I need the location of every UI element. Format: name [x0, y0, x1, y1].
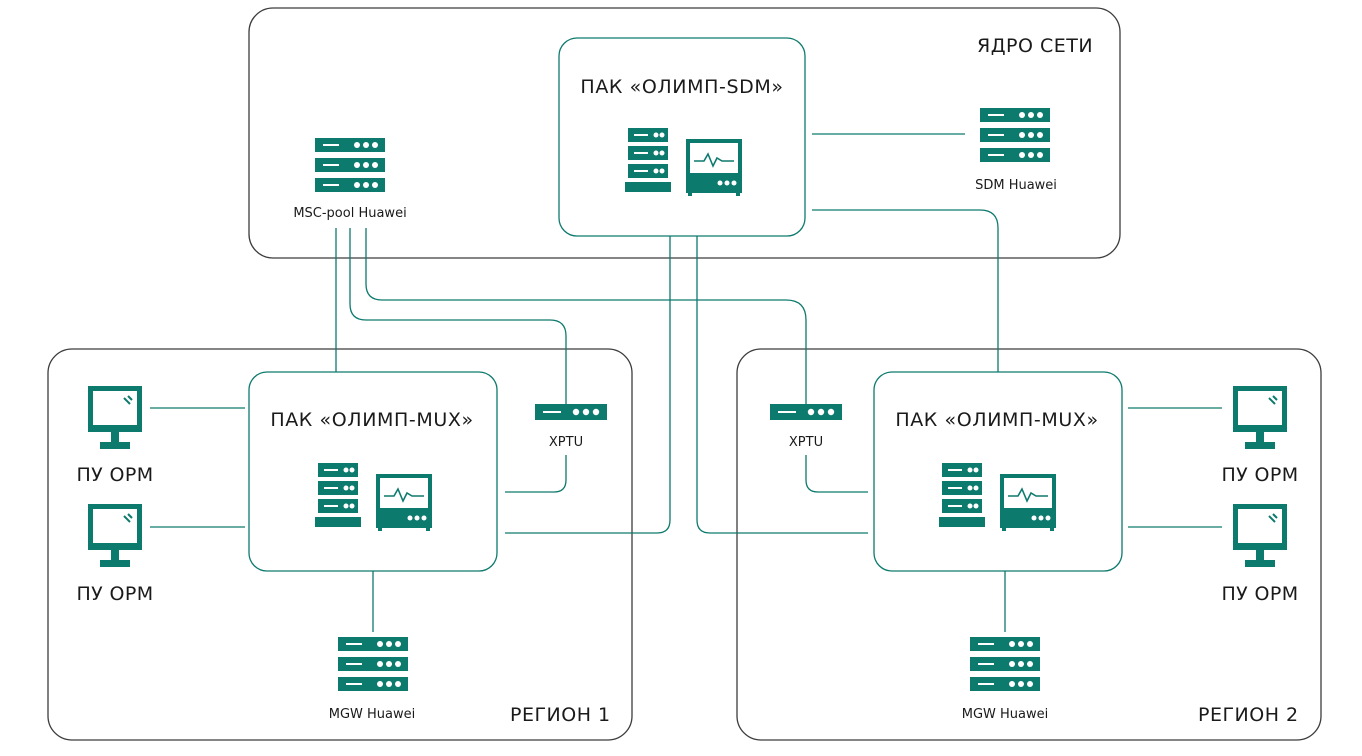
r1-pu-bottom-label: ПУ ОРМ	[76, 583, 154, 605]
xptu1-label: XPTU	[548, 435, 584, 450]
region1-zone	[47, 348, 633, 741]
sdm-huawei-server-icon	[980, 108, 1050, 162]
r2-pu-top-label: ПУ ОРМ	[1221, 464, 1299, 486]
mgw1-label: MGW Huawei	[328, 707, 416, 722]
region1-zone-label: РЕГИОН 1	[510, 704, 611, 726]
link-sdm-mux2	[696, 236, 868, 534]
link-sdm-mux1	[505, 236, 671, 534]
sdm-box	[558, 37, 806, 237]
connections	[150, 133, 1222, 632]
r1-pu-top-label: ПУ ОРМ	[76, 464, 154, 486]
mux1-label: ПАК «ОЛИМП-MUX»	[270, 409, 474, 431]
mgw2-label: MGW Huawei	[961, 707, 1049, 722]
mux2-label: ПАК «ОЛИМП-MUX»	[895, 409, 1099, 431]
region2-zone	[736, 348, 1322, 741]
r1-pu-bottom-monitor-icon	[87, 503, 143, 568]
r1-pu-top-monitor-icon	[87, 385, 143, 450]
link-msc-xptu2	[365, 228, 807, 404]
link-msc-xptu1	[349, 228, 567, 404]
xptu2-label: XPTU	[788, 435, 824, 450]
r2-pu-bottom-label: ПУ ОРМ	[1221, 583, 1299, 605]
msc-pool-server-icon	[315, 138, 385, 192]
sdm-label: ПАК «ОЛИМП-SDM»	[580, 76, 784, 98]
region2-zone-label: РЕГИОН 2	[1198, 704, 1299, 726]
core-zone	[248, 7, 1121, 259]
mgw2-server-icon	[970, 637, 1040, 691]
xptu1-router-icon	[535, 404, 607, 420]
mux1-box	[248, 371, 498, 572]
core-zone-label: ЯДРО СЕТИ	[977, 35, 1094, 57]
msc-pool-label: MSC-pool Huawei	[293, 206, 407, 221]
link-xptu2-mux2	[805, 455, 868, 493]
mgw1-server-icon	[338, 637, 408, 691]
mux2-box	[873, 371, 1123, 572]
xptu2-router-icon	[770, 404, 842, 420]
r2-pu-bottom-monitor-icon	[1232, 503, 1288, 568]
link-xptu1-mux1	[505, 455, 567, 493]
r2-pu-top-monitor-icon	[1232, 385, 1288, 450]
sdm-huawei-label: SDM Huawei	[975, 178, 1057, 193]
link-sdm-mux2-top	[812, 209, 999, 372]
